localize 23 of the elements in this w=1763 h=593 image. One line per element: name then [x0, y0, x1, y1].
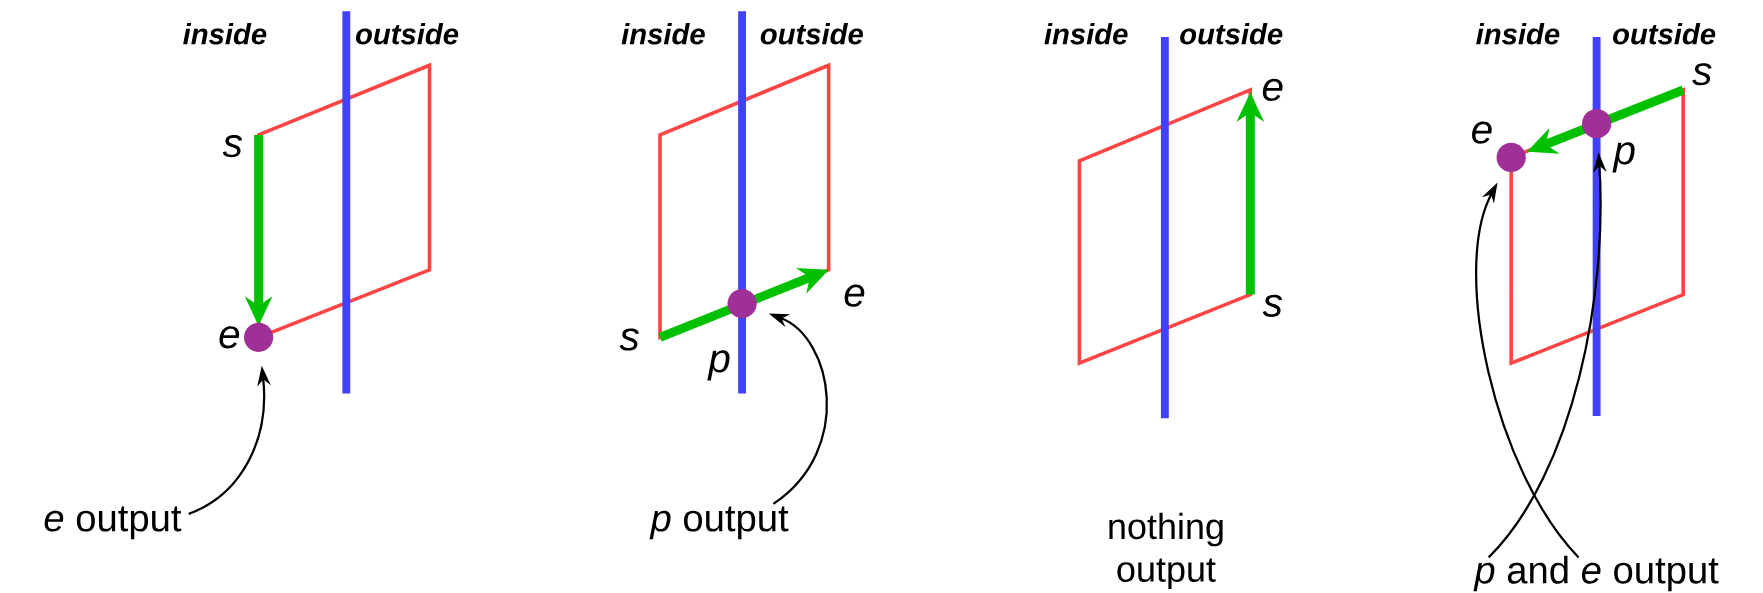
caption-text: nothing output	[1109, 513, 1223, 590]
output-label: p output	[649, 506, 789, 540]
side-label: inside	[621, 23, 705, 45]
vertex-label: p	[1612, 142, 1635, 173]
vertex-label: e	[1262, 79, 1283, 102]
output-label: e output	[44, 506, 182, 540]
vertex-label: e	[844, 284, 865, 307]
side-label: inside	[183, 23, 267, 45]
vertex-label: s	[1692, 63, 1712, 86]
side-label: inside	[1476, 23, 1560, 45]
output-label: p and e output	[1473, 555, 1719, 592]
vertex-label: s	[222, 135, 243, 158]
vertex-label: e	[1472, 121, 1492, 144]
side-label: inside	[1044, 23, 1128, 45]
side-label: outside	[1613, 23, 1716, 45]
intersection-dot	[1496, 143, 1526, 173]
side-label: outside	[760, 23, 863, 45]
vertex-label: p	[707, 350, 730, 381]
intersection-dot	[727, 289, 757, 319]
vertex-label: s	[1262, 295, 1283, 318]
intersection-dot	[1582, 109, 1612, 139]
vertex-label: s	[619, 328, 639, 351]
vertex-label: e	[219, 326, 240, 349]
